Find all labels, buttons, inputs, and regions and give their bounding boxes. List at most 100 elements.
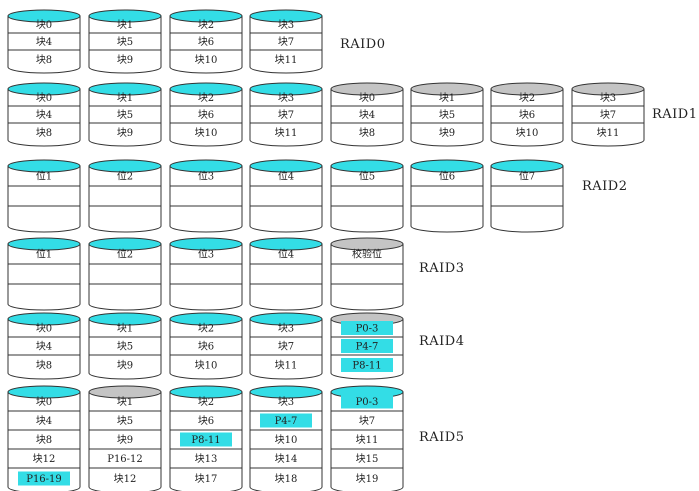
cell-label: 块9 xyxy=(117,54,133,66)
cell-label: 块8 xyxy=(36,360,52,372)
raid-label: RAID4 xyxy=(419,334,465,349)
cell-label: 块8 xyxy=(359,127,375,139)
cell-label: P0-3 xyxy=(356,397,379,408)
disk-cap-cyan xyxy=(410,159,484,173)
disk-body xyxy=(169,166,243,233)
cell-label: 位5 xyxy=(359,170,375,183)
disk-body xyxy=(249,244,323,311)
cell-label: 位7 xyxy=(519,170,535,183)
disk-4: 块3 块7 块11 xyxy=(249,9,323,74)
cell-label: 块4 xyxy=(36,109,52,121)
parity-highlight xyxy=(341,394,393,409)
disk-1: 位1 xyxy=(7,237,81,311)
cell-label: 块1 xyxy=(439,92,455,104)
cell-label: 块7 xyxy=(278,36,294,48)
cell-label: 块5 xyxy=(117,109,133,121)
disk-body xyxy=(490,89,564,147)
disk-cap-cyan xyxy=(88,9,162,23)
disk-cap-cyan xyxy=(7,237,81,251)
raid-row-raid4: 块0块4块8块1块5块9块2块6块10块3块7块11P0-3P4-7P8-11R… xyxy=(7,312,465,380)
cell-label: 块10 xyxy=(275,434,298,446)
disk-body xyxy=(169,244,243,311)
disk-body xyxy=(410,89,484,147)
cell-label: 块10 xyxy=(195,127,218,139)
cell-label: 块3 xyxy=(278,92,294,104)
cell-label: 块5 xyxy=(117,36,133,48)
disk-body xyxy=(88,89,162,147)
disk-cap-cyan xyxy=(249,82,323,96)
cell-label: 位3 xyxy=(198,248,214,261)
disk-body xyxy=(169,319,243,380)
disk-body xyxy=(169,16,243,74)
disk-body xyxy=(330,166,404,233)
disk-cap-cyan xyxy=(249,237,323,251)
cell-label: 块11 xyxy=(275,54,298,66)
disk-3: 位3 xyxy=(169,159,243,233)
disk-body xyxy=(88,244,162,311)
cell-label: P8-11 xyxy=(352,361,381,372)
disk-body xyxy=(7,16,81,74)
cell-label: 块6 xyxy=(198,36,214,48)
cell-label: 块2 xyxy=(198,323,214,335)
disk-body xyxy=(88,319,162,380)
disk-3: 位3 xyxy=(169,237,243,311)
cell-label: 块6 xyxy=(519,109,535,121)
cell-label: 块1 xyxy=(117,323,133,335)
cell-label: 块7 xyxy=(278,341,294,353)
cell-label: 块0 xyxy=(36,92,52,104)
disk-body xyxy=(7,166,81,233)
raid-row-raid5: 块0块4块8块12P16-19块1块5块9P16-12块12块2块6P8-11块… xyxy=(7,385,464,491)
raid-label: RAID3 xyxy=(419,261,465,276)
disk-cap-cyan xyxy=(490,159,564,173)
cell-label: 块3 xyxy=(600,92,616,104)
disk-body xyxy=(249,16,323,74)
disk-7: 位7 xyxy=(490,159,564,233)
disk-2: 位2 xyxy=(88,159,162,233)
disk-cap-cyan xyxy=(249,159,323,173)
cell-label: 块11 xyxy=(597,127,620,139)
disk-cap-cyan xyxy=(88,159,162,173)
disk-cap-cyan xyxy=(169,385,243,399)
cell-label: 块15 xyxy=(356,453,379,465)
cell-label: 块4 xyxy=(36,341,52,353)
cell-label: 块4 xyxy=(36,415,52,427)
cell-label: 块7 xyxy=(278,109,294,121)
cell-label: 位2 xyxy=(117,170,133,183)
disk-cap-gray xyxy=(330,237,404,251)
cell-label: 位4 xyxy=(278,170,294,183)
cell-label: 位3 xyxy=(198,170,214,183)
disk-cap-gray xyxy=(88,385,162,399)
raid-label: RAID1 xyxy=(652,107,698,122)
disk-cap-cyan xyxy=(7,82,81,96)
parity-highlight xyxy=(18,471,70,486)
disk-cap-gray xyxy=(571,82,645,96)
disk-cap-gray xyxy=(330,82,404,96)
cell-label: 块9 xyxy=(117,127,133,139)
disk-body xyxy=(7,89,81,147)
cell-label: P16-19 xyxy=(26,474,62,485)
disk-body xyxy=(169,89,243,147)
cell-label: 块4 xyxy=(36,36,52,48)
disk-4: 位4 xyxy=(249,159,323,233)
disk-cap-gray xyxy=(410,82,484,96)
cell-label: 块3 xyxy=(278,19,294,31)
disk-cap-cyan xyxy=(169,159,243,173)
cell-label: 块6 xyxy=(198,415,214,427)
cell-label: 位1 xyxy=(36,170,52,183)
parity-highlight xyxy=(341,358,393,372)
cell-label: 块10 xyxy=(516,127,539,139)
cell-label: P4-7 xyxy=(275,416,298,427)
disk-cap-cyan xyxy=(7,9,81,23)
cell-label: 块1 xyxy=(117,396,133,408)
disk-body xyxy=(88,16,162,74)
cell-label: P16-12 xyxy=(107,454,143,465)
